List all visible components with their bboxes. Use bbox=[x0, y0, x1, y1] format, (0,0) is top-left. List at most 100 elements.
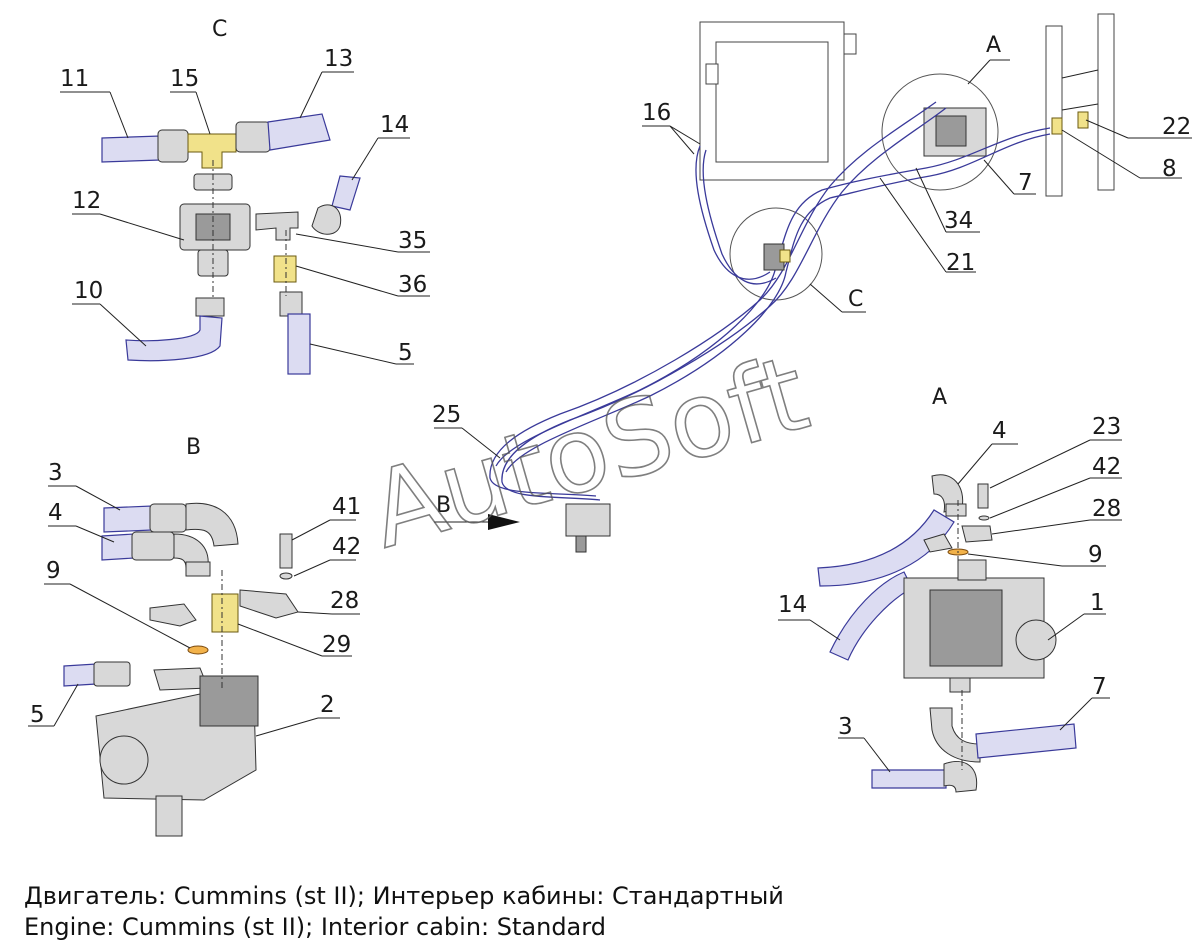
hose-5-b bbox=[63, 663, 97, 687]
fitting-c bbox=[779, 249, 791, 263]
steering-unit-port bbox=[575, 535, 587, 553]
hose-3-fitting bbox=[149, 503, 187, 533]
callout-35: 35 bbox=[398, 228, 427, 254]
hose-14 bbox=[331, 175, 361, 211]
bolt-41 bbox=[279, 533, 293, 569]
leader-29 bbox=[237, 623, 323, 657]
adapter-36 bbox=[273, 255, 297, 283]
clamp-28-a-left bbox=[923, 533, 953, 553]
callout-10: 10 bbox=[74, 278, 103, 304]
hose-10 bbox=[125, 315, 223, 362]
leader-42ab bbox=[989, 477, 1091, 519]
leader-16b bbox=[669, 125, 701, 145]
callout-13: 13 bbox=[324, 46, 353, 72]
callout-23: 23 bbox=[1092, 414, 1121, 440]
pump-1-bottom-port bbox=[949, 677, 971, 693]
hose-7-elbow bbox=[929, 707, 981, 763]
hose-11 bbox=[101, 135, 161, 163]
leader-22 bbox=[1085, 119, 1129, 139]
main-letter-c: C bbox=[848, 287, 863, 312]
callout-14: 14 bbox=[380, 112, 409, 138]
callout-25: 25 bbox=[432, 402, 461, 428]
leader-8 bbox=[1061, 129, 1141, 179]
steering-unit bbox=[565, 503, 611, 537]
leader-13b bbox=[299, 71, 323, 119]
callout-7-main: 7 bbox=[1018, 170, 1033, 196]
callout-14-a: 14 bbox=[778, 592, 807, 618]
hose-3 bbox=[103, 505, 153, 533]
callout-1: 1 bbox=[1090, 590, 1105, 616]
fitting-29 bbox=[211, 593, 239, 633]
leader-16c bbox=[669, 125, 695, 155]
leader-4ab bbox=[957, 443, 993, 485]
frame-bar bbox=[1061, 69, 1099, 79]
hose-14-elbow bbox=[311, 204, 342, 235]
hose-13-fitting bbox=[235, 121, 271, 153]
o-ring-9-b bbox=[187, 645, 209, 655]
leader-14b bbox=[351, 137, 379, 181]
callout-3-b: 3 bbox=[48, 460, 63, 486]
leader-5bb bbox=[53, 683, 79, 727]
hose-3-elbow bbox=[185, 502, 239, 547]
leader-main-c bbox=[809, 283, 843, 313]
leader-5c bbox=[309, 343, 397, 365]
view-c: C 11 15 bbox=[60, 17, 430, 375]
leader-9bb bbox=[69, 583, 191, 649]
callout-12: 12 bbox=[72, 188, 101, 214]
clamp-28-a bbox=[961, 525, 993, 543]
callout-2: 2 bbox=[320, 692, 335, 718]
frame-bar-2 bbox=[1061, 103, 1099, 111]
view-c-letter: C bbox=[212, 17, 227, 42]
hose-16-line-2 bbox=[702, 149, 777, 285]
callout-9-a: 9 bbox=[1088, 542, 1103, 568]
radiator-pipe-left bbox=[705, 63, 719, 85]
hose-10-nut bbox=[195, 297, 225, 317]
leader-21 bbox=[879, 177, 947, 273]
detail-circle-a bbox=[881, 73, 999, 191]
hose-16-line bbox=[695, 145, 771, 280]
callout-4-b: 4 bbox=[48, 500, 63, 526]
callout-28-a: 28 bbox=[1092, 496, 1121, 522]
callout-28-b: 28 bbox=[330, 588, 359, 614]
main-assembly: B A C 16 22 8 7 34 21 25 bbox=[432, 13, 1192, 553]
callout-34: 34 bbox=[944, 208, 973, 234]
callout-29: 29 bbox=[322, 632, 351, 658]
hose-5-fitting bbox=[279, 291, 303, 317]
hose-4-nut bbox=[185, 561, 211, 577]
callout-36: 36 bbox=[398, 272, 427, 298]
frame-post-left bbox=[1045, 25, 1063, 197]
pump-1-top-port bbox=[957, 559, 987, 581]
callout-7-a: 7 bbox=[1092, 674, 1107, 700]
hose-bundle-4 bbox=[505, 133, 1051, 473]
hose-bundle-3 bbox=[495, 127, 1051, 467]
hose-bundle-1 bbox=[489, 101, 937, 497]
leader-12b bbox=[99, 213, 185, 241]
hose-4-fitting bbox=[131, 531, 175, 561]
hose-3-a bbox=[871, 769, 947, 789]
callout-5-b: 5 bbox=[30, 702, 45, 728]
fitting-22 bbox=[1051, 117, 1063, 135]
leader-34 bbox=[915, 167, 947, 233]
pump-1-flange bbox=[1015, 619, 1057, 661]
hose-11-fitting bbox=[157, 129, 189, 163]
callout-11: 11 bbox=[60, 66, 89, 92]
leader-36 bbox=[295, 265, 399, 297]
leader-10b bbox=[99, 303, 147, 347]
leader-11b bbox=[109, 91, 129, 139]
fitting-22b bbox=[1077, 111, 1089, 129]
callout-5-c: 5 bbox=[398, 340, 413, 366]
clamp-28-right bbox=[239, 589, 299, 619]
leader-3bb bbox=[75, 485, 121, 511]
radiator-core bbox=[715, 41, 829, 163]
main-letter-a: A bbox=[986, 33, 1001, 58]
callout-22: 22 bbox=[1162, 114, 1191, 140]
frame-post-right bbox=[1097, 13, 1115, 191]
main-letter-b: B bbox=[436, 493, 451, 518]
callout-15: 15 bbox=[170, 66, 199, 92]
leader-7m bbox=[983, 159, 1015, 195]
washer-42-a bbox=[978, 515, 990, 521]
pump-2-flange bbox=[99, 735, 149, 785]
callout-41: 41 bbox=[332, 494, 361, 520]
leader-2 bbox=[255, 717, 319, 737]
leader-42bb bbox=[293, 559, 331, 577]
